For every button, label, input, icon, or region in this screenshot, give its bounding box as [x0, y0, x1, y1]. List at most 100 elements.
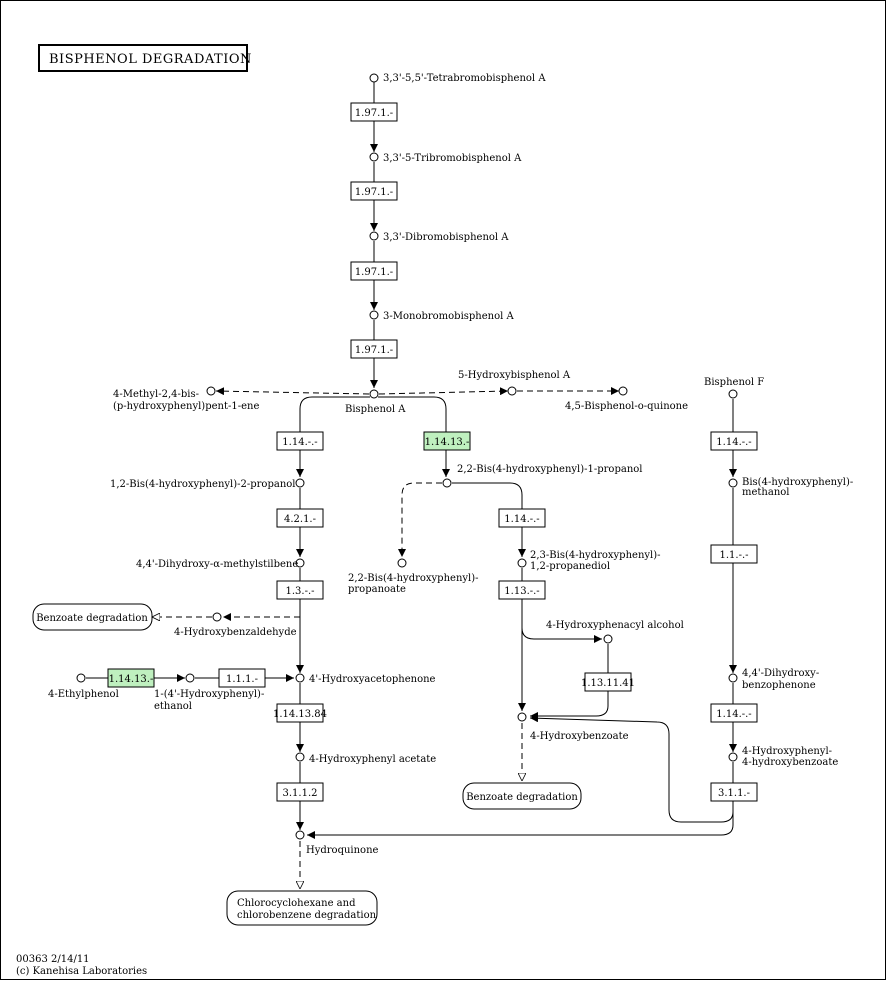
enzyme-1-1-1[interactable]: 1.1.1.-	[218, 668, 266, 688]
enzyme-1-97-1-di[interactable]: 1.97.1.-	[350, 261, 398, 281]
map-benzoate-right[interactable]: Benzoate degradation	[462, 782, 582, 810]
label-benzophenone-1: 4,4'-Dihydroxy-	[742, 668, 819, 679]
cpd-benzophenone[interactable]	[728, 673, 738, 683]
enzyme-boxes: 1.97.1.- 1.97.1.- 1.97.1.- 1.97.1.- 1.14…	[107, 102, 758, 802]
label-propanoate-1: 2,2-Bis(4-hydroxyphenyl)-	[348, 573, 479, 584]
cpd-acetophenone[interactable]	[295, 673, 305, 683]
enzyme-3-1-1-2[interactable]: 3.1.1.2	[276, 782, 324, 802]
svg-text:4.2.1.-: 4.2.1.-	[284, 514, 316, 525]
cpd-hydroquinone[interactable]	[295, 830, 305, 840]
svg-text:1.14.13.-: 1.14.13.-	[109, 674, 154, 685]
svg-text:1.3.-.-: 1.3.-.-	[285, 586, 314, 597]
svg-text:Chlorocyclohexane and: Chlorocyclohexane and	[237, 898, 356, 909]
svg-text:BISPHENOL DEGRADATION: BISPHENOL DEGRADATION	[49, 52, 252, 67]
cpd-ethylphenol[interactable]	[76, 673, 86, 683]
enzyme-1-14-13-mid[interactable]: 1.14.13.-	[423, 431, 471, 451]
svg-text:chlorobenzene degradation: chlorobenzene degradation	[237, 910, 377, 921]
enzyme-1-14-13-ethyl[interactable]: 1.14.13.-	[107, 668, 155, 688]
cpd-bis-1-propanol[interactable]	[442, 478, 452, 488]
map-benzoate-left[interactable]: Benzoate degradation	[32, 603, 153, 631]
map-title: BISPHENOL DEGRADATION	[38, 44, 252, 72]
cpd-hydroxybisphenol-a[interactable]	[507, 386, 517, 396]
label-tribromo: 3,3'-5-Tribromobisphenol A	[383, 153, 522, 164]
cpd-phenyl-acetate[interactable]	[295, 752, 305, 762]
label-bisphenol-f: Bisphenol F	[704, 377, 764, 388]
cpd-hydroxyphenyl-hydroxybenzoate[interactable]	[728, 752, 738, 762]
label-propanediol-1: 2,3-Bis(4-hydroxyphenyl)-	[530, 550, 661, 561]
svg-text:1.14.-.-: 1.14.-.-	[716, 437, 751, 448]
label-phenacyl-alcohol: 4-Hydroxyphenacyl alcohol	[546, 620, 684, 631]
svg-text:1.14.13.84: 1.14.13.84	[273, 709, 327, 720]
label-acetophenone: 4'-Hydroxyacetophenone	[309, 674, 436, 685]
label-propanoate-2: propanoate	[348, 584, 406, 595]
cpd-hydroxyphenyl-ethanol[interactable]	[185, 673, 195, 683]
svg-text:1.14.-.-: 1.14.-.-	[504, 514, 539, 525]
label-propanediol-2: 1,2-propanediol	[530, 561, 610, 572]
compound-nodes	[76, 73, 738, 840]
label-bis-methanol-2: methanol	[742, 487, 789, 498]
cpd-methyl-bis[interactable]	[206, 386, 216, 396]
enzyme-1-97-1-tetra[interactable]: 1.97.1.-	[350, 102, 398, 122]
enzyme-1-3[interactable]: 1.3.-.-	[276, 580, 324, 600]
svg-text:1.13.-.-: 1.13.-.-	[504, 586, 539, 597]
label-hydroxybenzaldehyde: 4-Hydroxybenzaldehyde	[174, 627, 297, 638]
svg-text:3.1.1.2: 3.1.1.2	[283, 788, 318, 799]
cpd-propanoate[interactable]	[397, 558, 407, 568]
enzyme-1-97-1-mono[interactable]: 1.97.1.-	[350, 339, 398, 359]
cpd-tetrabromo[interactable]	[369, 73, 379, 83]
label-quinone: 4,5-Bisphenol-o-quinone	[565, 401, 688, 412]
label-bis-1-propanol: 2,2-Bis(4-hydroxyphenyl)-1-propanol	[457, 464, 642, 475]
cpd-hydroxybenzaldehyde[interactable]	[212, 612, 222, 622]
svg-text:1.1.1.-: 1.1.1.-	[226, 674, 258, 685]
footer-map-id: 00363 2/14/11	[16, 954, 90, 965]
enzyme-1-14-mid2[interactable]: 1.14.-.-	[498, 508, 546, 528]
enzyme-1-13[interactable]: 1.13.-.-	[498, 580, 546, 600]
cpd-dibromo[interactable]	[369, 231, 379, 241]
enzyme-4-2-1[interactable]: 4.2.1.-	[276, 508, 324, 528]
enzyme-1-14-f[interactable]: 1.14.-.-	[710, 703, 758, 723]
cpd-tribromo[interactable]	[369, 152, 379, 162]
enzyme-1-14-right[interactable]: 1.14.-.-	[710, 431, 758, 451]
svg-text:1.14.-.-: 1.14.-.-	[716, 709, 751, 720]
cpd-monobromo[interactable]	[369, 310, 379, 320]
label-hbenzoate-f-1: 4-Hydroxyphenyl-	[742, 746, 832, 757]
svg-text:Benzoate degradation: Benzoate degradation	[36, 613, 148, 624]
svg-text:1.13.11.41: 1.13.11.41	[581, 678, 635, 689]
cpd-hydroxybenzoate[interactable]	[517, 712, 527, 722]
cpd-bis-methanol[interactable]	[728, 478, 738, 488]
cpd-bisphenol-f[interactable]	[728, 389, 738, 399]
svg-text:1.97.1.-: 1.97.1.-	[355, 345, 393, 356]
cpd-bis-2-propanol[interactable]	[295, 478, 305, 488]
label-bis-methanol-1: Bis(4-hydroxyphenyl)-	[742, 477, 853, 488]
footer-copyright: (c) Kanehisa Laboratories	[16, 966, 147, 977]
label-ethanol-1: 1-(4'-Hydroxyphenyl)-	[154, 689, 264, 700]
enzyme-1-13-11-41[interactable]: 1.13.11.41	[581, 672, 635, 692]
map-chlorocyclohexane[interactable]: Chlorocyclohexane and chlorobenzene degr…	[226, 890, 378, 926]
enzyme-1-97-1-tri[interactable]: 1.97.1.-	[350, 181, 398, 201]
cpd-bisphenol-a[interactable]	[369, 389, 379, 399]
svg-text:1.14.13.-: 1.14.13.-	[425, 437, 470, 448]
label-hydroxybisphenol-a: 5-Hydroxybisphenol A	[458, 370, 571, 381]
label-hbenzoate-f-2: 4-hydroxybenzoate	[742, 757, 838, 768]
svg-text:1.97.1.-: 1.97.1.-	[355, 187, 393, 198]
cpd-phenacyl-alcohol[interactable]	[603, 634, 613, 644]
cpd-quinone[interactable]	[618, 386, 628, 396]
label-ethanol-2: ethanol	[154, 701, 192, 712]
enzyme-1-14-left[interactable]: 1.14.-.-	[276, 431, 324, 451]
cpd-stilbene[interactable]	[295, 558, 305, 568]
svg-text:1.1.-.-: 1.1.-.-	[719, 550, 748, 561]
enzyme-3-1-1[interactable]: 3.1.1.-	[710, 782, 758, 802]
label-methyl-bis-1: 4-Methyl-2,4-bis-	[113, 389, 199, 400]
label-benzophenone-2: benzophenone	[742, 680, 816, 691]
footer: 00363 2/14/11 (c) Kanehisa Laboratories	[16, 954, 147, 977]
label-dibromo: 3,3'-Dibromobisphenol A	[383, 232, 509, 243]
svg-text:Benzoate degradation: Benzoate degradation	[466, 792, 578, 803]
enzyme-1-1[interactable]: 1.1.-.-	[710, 544, 758, 564]
svg-text:3.1.1.-: 3.1.1.-	[718, 788, 750, 799]
cpd-propanediol[interactable]	[517, 558, 527, 568]
enzyme-1-14-13-84[interactable]: 1.14.13.84	[273, 703, 327, 723]
label-hydroquinone: Hydroquinone	[306, 845, 379, 856]
label-hydroxybenzoate: 4-Hydroxybenzoate	[530, 731, 629, 742]
